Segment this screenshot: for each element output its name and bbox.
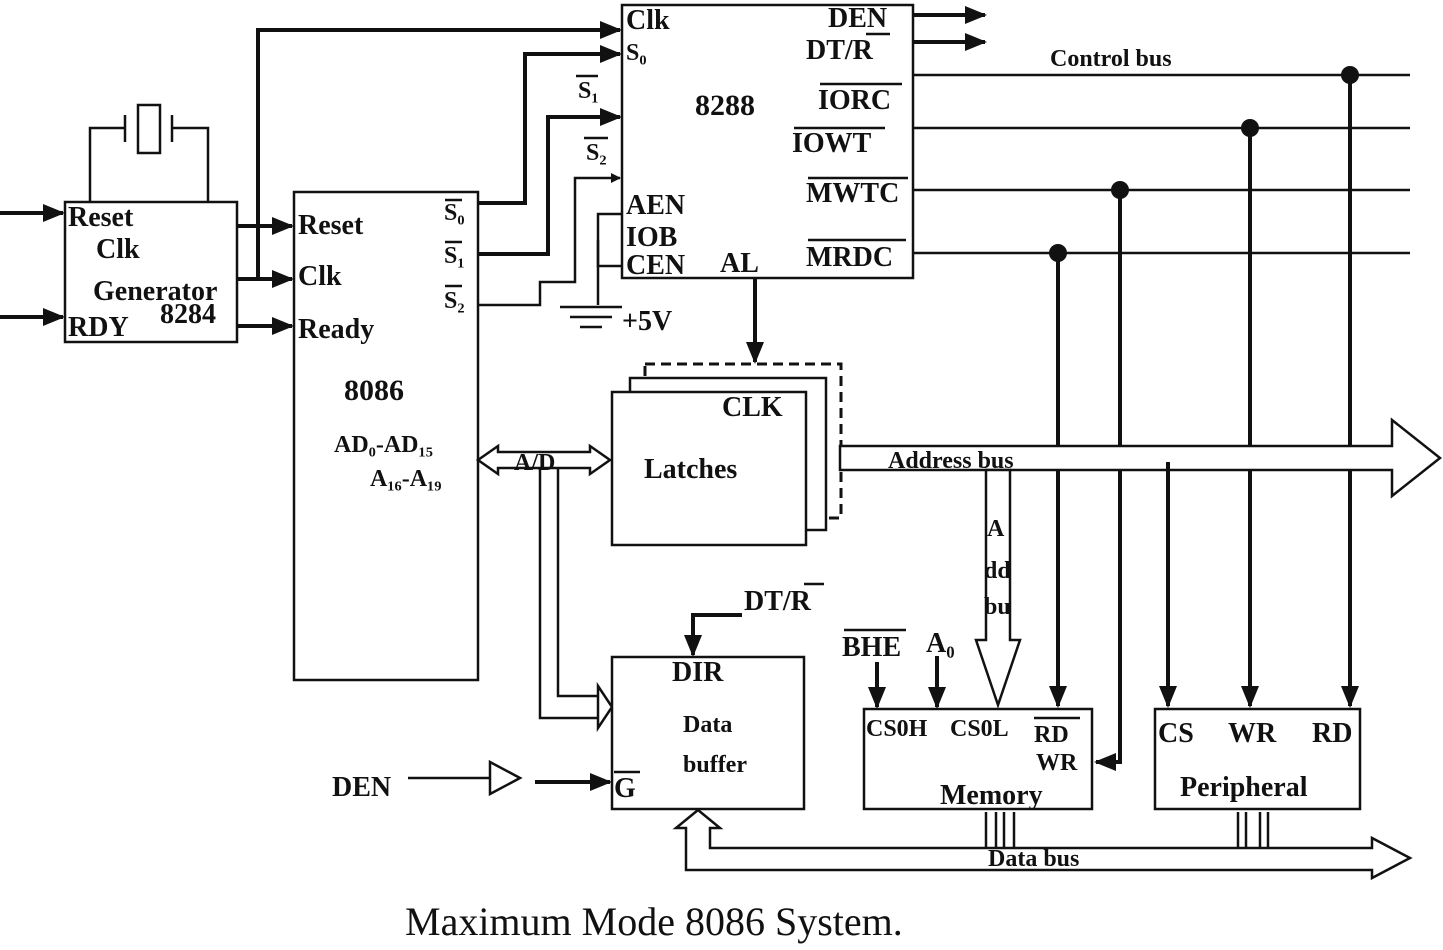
bc-iowt-label: IOWT <box>792 128 872 159</box>
bus-controller-8288: Clk S₀ 8288 AEN IOB CEN AL DEN DT/R IORC… <box>620 3 987 281</box>
databuf-g-label: G <box>614 773 636 804</box>
bc-clk-label: Clk <box>626 5 670 36</box>
memory-rd-label: RD <box>1034 722 1069 748</box>
addbus-label-2: dd <box>984 558 1011 584</box>
databuf-data-label: Data <box>683 712 732 738</box>
cpu-s2-label: S₂ <box>444 288 465 314</box>
clkgen-generator-label: Generator <box>93 276 217 307</box>
databuf-dir-label: DIR <box>672 657 724 688</box>
bc-iorc-label: IORC <box>818 85 891 116</box>
memory-wr-label: WR <box>1036 750 1078 776</box>
memory-cs0l-label: CS0L <box>950 716 1009 742</box>
bc-iob-label: IOB <box>626 222 677 253</box>
plus5v-label: +5V <box>622 306 672 337</box>
databuf-buffer-label: buffer <box>683 752 747 778</box>
addbus-label-1: A <box>987 516 1005 542</box>
bc-cen-label: CEN <box>626 250 685 281</box>
latches-name-label: Latches <box>644 454 737 485</box>
data-bus-label: Data bus <box>988 846 1079 872</box>
memory-a0-label: A₀ <box>926 628 955 659</box>
bc-s0-label: S₀ <box>626 40 647 66</box>
cpu-s0-label: S₀ <box>444 200 465 226</box>
bc-den-label: DEN <box>828 3 887 34</box>
latches: CLK Latches <box>610 362 843 547</box>
bc-s1-label: S₁ <box>578 78 599 104</box>
bc-mrdc-label: MRDC <box>806 242 893 273</box>
databuf-dtr-label: DT/R <box>744 586 812 617</box>
cpu-name-label: 8086 <box>344 374 404 407</box>
data-bus: Data bus <box>672 808 1413 881</box>
cpu-ad-label: AD₀-AD₁₅ <box>334 432 433 458</box>
clkgen-reset-label: Reset <box>68 202 134 233</box>
bc-dtr-label: DT/R <box>806 35 874 66</box>
cpu-s1-label: S₁ <box>444 243 465 269</box>
memory-name-label: Memory <box>940 780 1043 811</box>
bc-aen-label: AEN <box>626 190 685 221</box>
peripheral: CS WR RD Peripheral <box>1153 707 1362 811</box>
plus5v-supply: +5V <box>560 212 672 337</box>
peripheral-name-label: Peripheral <box>1180 772 1308 803</box>
control-bus: Control bus <box>913 46 1410 771</box>
clkgen-rdy-label: RDY <box>68 312 129 343</box>
bc-s2-label: S₂ <box>586 140 607 166</box>
crystal-icon <box>88 103 210 202</box>
diagram-caption: Maximum Mode 8086 System. <box>405 899 903 944</box>
peripheral-wr-label: WR <box>1228 718 1277 749</box>
addbus-label-3: bu <box>984 594 1011 620</box>
clkgen-clk-label: Clk <box>96 234 140 265</box>
address-bus: Address bus A dd bu <box>838 417 1443 709</box>
cpu-clk-label: Clk <box>298 261 342 292</box>
ad-bus-label: A/D <box>514 450 555 476</box>
bc-al-label: AL <box>720 248 759 279</box>
peripheral-rd-label: RD <box>1312 718 1352 749</box>
peripheral-cs-label: CS <box>1158 718 1194 749</box>
cpu-a-label: A₁₆-A₁₉ <box>370 466 441 492</box>
bc-mwtc-label: MWTC <box>806 178 899 209</box>
memory-cs0h-label: CS0H <box>866 716 928 742</box>
status-wires: S₁ S₂ <box>478 45 622 307</box>
latches-clk-label: CLK <box>722 392 783 423</box>
control-bus-label: Control bus <box>1050 46 1172 72</box>
clkgen-to-cpu-wires <box>237 21 622 335</box>
cpu-ready-label: Ready <box>298 314 374 345</box>
memory: CS0H CS0L RD WR Memory BHE A₀ <box>842 628 1094 811</box>
cpu-8086: Reset Clk Ready 8086 S₀ S₁ S₂ AD₀-AD₁₅ A… <box>292 190 480 682</box>
ad-bus: A/D <box>475 443 614 733</box>
clock-generator-8284: Reset Clk Generator 8284 RDY <box>0 103 239 344</box>
memory-bhe-label: BHE <box>842 632 901 663</box>
cpu-reset-label: Reset <box>298 210 364 241</box>
data-buffer: DIR Data buffer G DT/R DEN <box>332 582 824 811</box>
clkgen-part-label: 8284 <box>160 299 216 330</box>
bc-name-label: 8288 <box>695 89 755 122</box>
databuf-den-label: DEN <box>332 772 391 803</box>
